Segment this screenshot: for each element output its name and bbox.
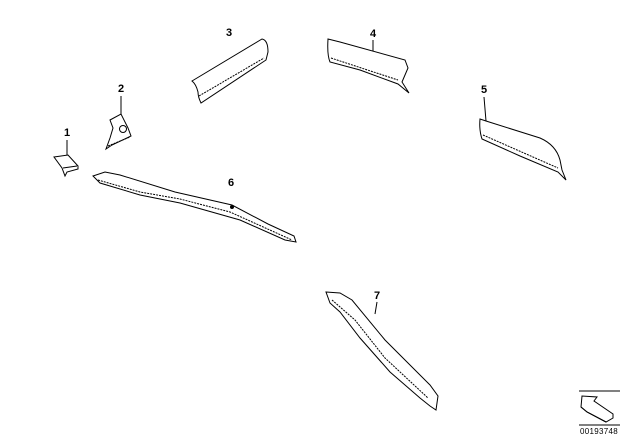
- diagram-code: 00193748: [580, 427, 618, 436]
- leader-line-5: [483, 96, 487, 122]
- part-number-label[interactable]: 3: [225, 27, 233, 39]
- part-1-shape[interactable]: [53, 140, 79, 178]
- part-3-shape[interactable]: [191, 38, 269, 104]
- part-2-shape[interactable]: [105, 96, 132, 151]
- part-number-label[interactable]: 1: [63, 127, 71, 139]
- part-5-shape[interactable]: [479, 96, 567, 181]
- part-number-label[interactable]: 4: [369, 28, 377, 40]
- part-number-label[interactable]: 2: [117, 83, 125, 95]
- part-4-shape[interactable]: [327, 38, 410, 94]
- part-number-label[interactable]: 5: [480, 84, 488, 96]
- part-6-shape[interactable]: [92, 171, 297, 243]
- part-number-label[interactable]: 6: [227, 177, 235, 189]
- leader-line-7: [374, 301, 378, 315]
- part-7-shape[interactable]: [325, 291, 439, 411]
- part-number-label[interactable]: 7: [373, 290, 381, 302]
- orientation-arrow-icon: [579, 390, 620, 426]
